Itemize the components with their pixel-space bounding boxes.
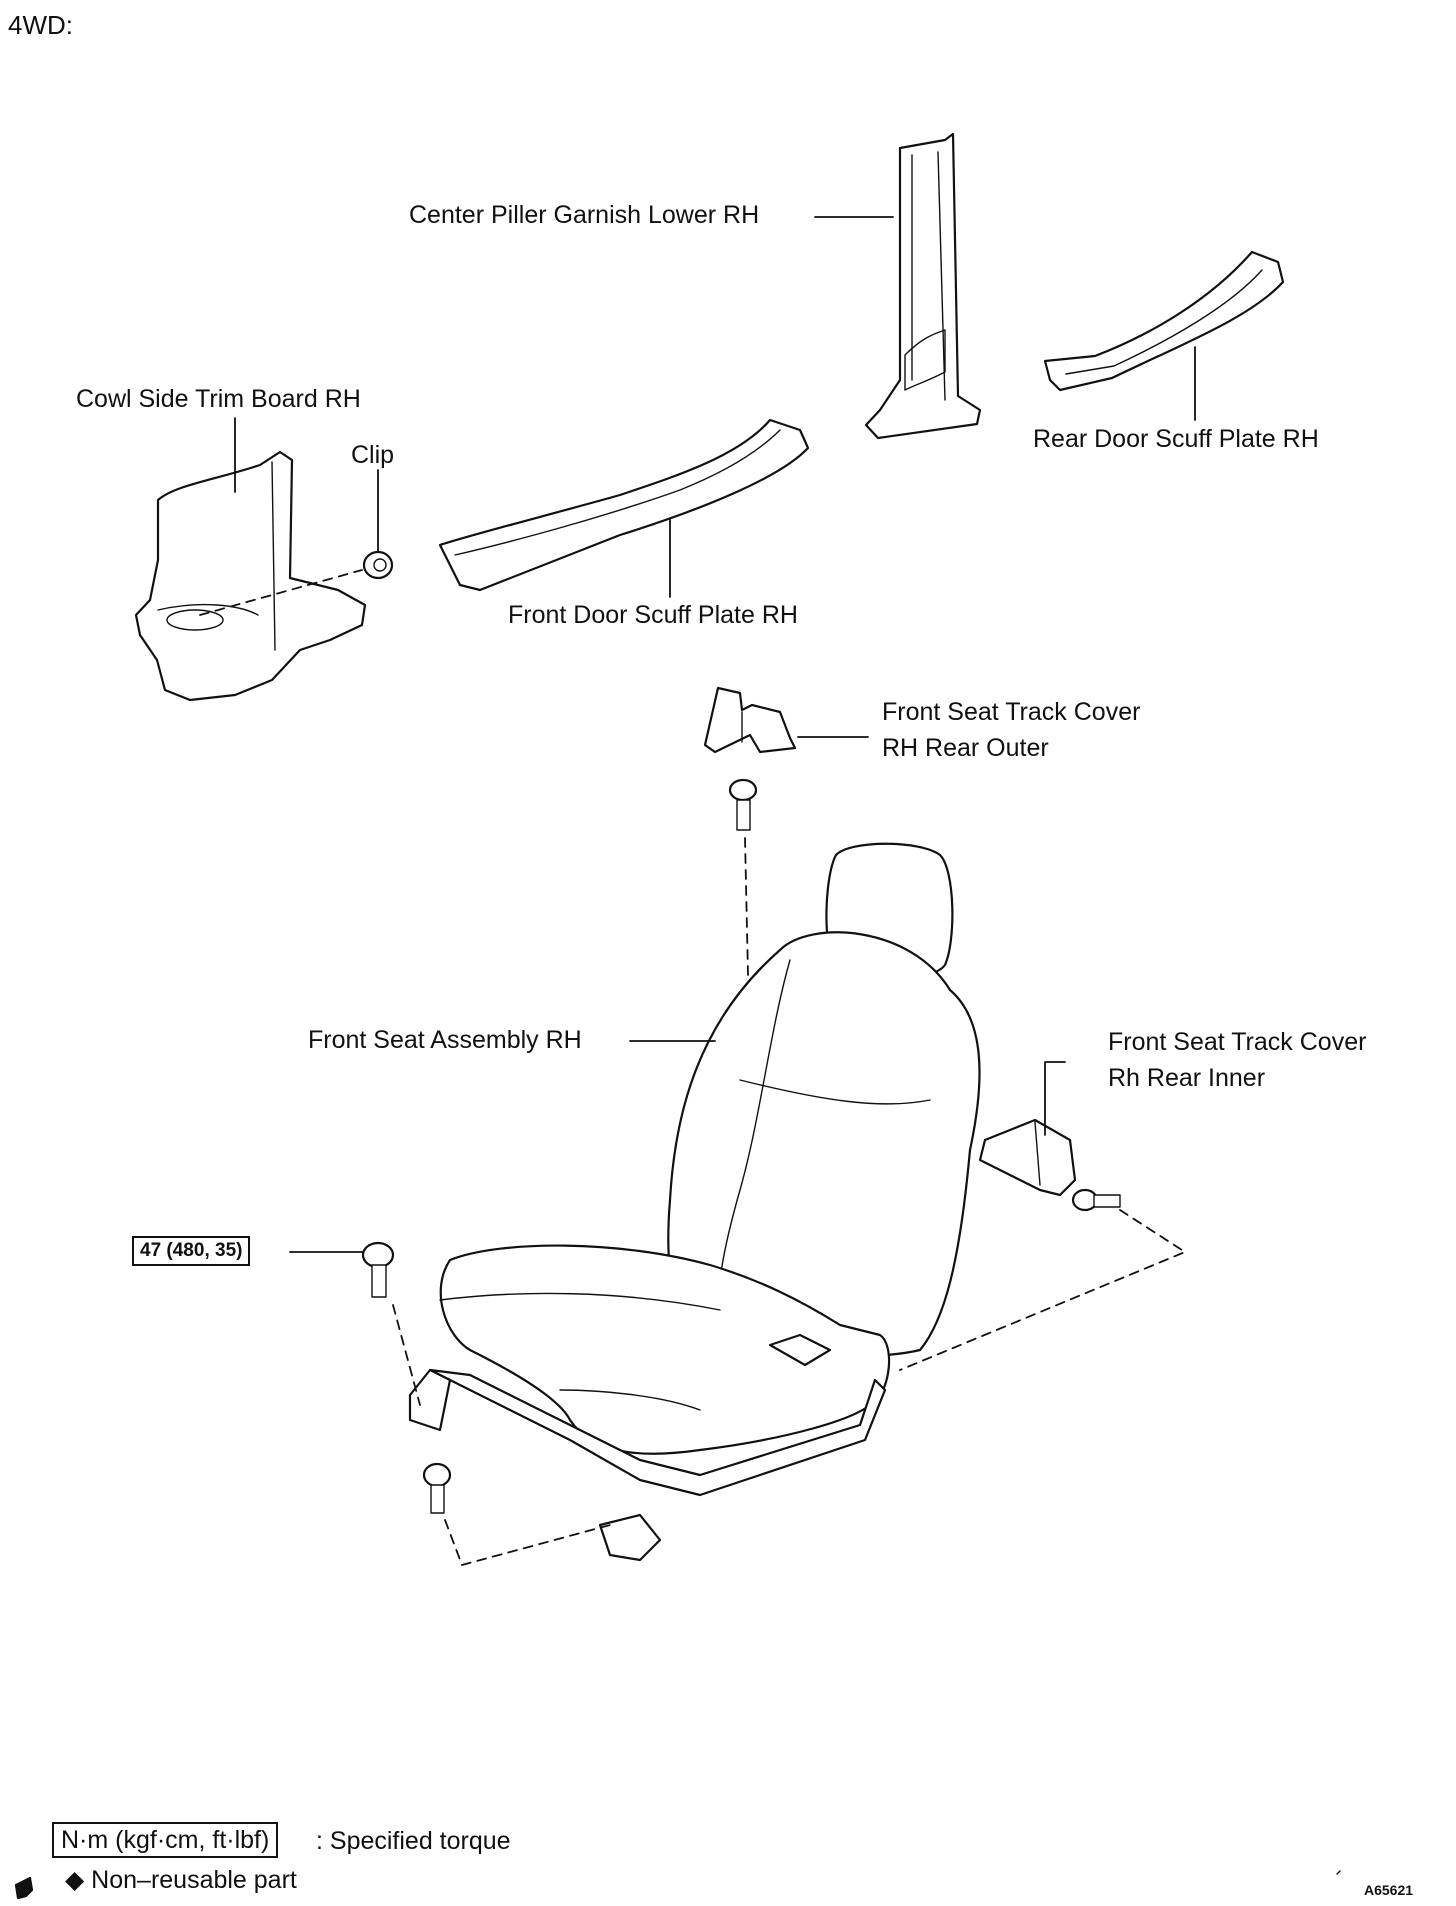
torque-spec-box: 47 (480, 35) — [132, 1236, 251, 1266]
track-cover-inner-part — [978, 1118, 1077, 1197]
bolt-lower — [422, 1462, 452, 1514]
legend-nonreusable: ◆ Non–reusable part — [65, 1866, 297, 1894]
variant-label: 4WD: — [8, 10, 73, 40]
bolt-inner-dash — [899, 1209, 1186, 1371]
label-front-scuff: Front Door Scuff Plate RH — [508, 601, 798, 629]
torque-bolt-dash — [392, 1304, 421, 1406]
track-cover-outer-part — [703, 686, 797, 754]
bolt-outer — [728, 778, 758, 831]
bolt-lower-dash — [444, 1519, 611, 1566]
torque-bolt — [361, 1241, 395, 1298]
clip-part — [362, 550, 394, 580]
clip-dash — [199, 569, 363, 616]
front-door-scuff-part — [438, 418, 810, 592]
rear-door-scuff-part — [1043, 250, 1285, 392]
label-cowl-side: Cowl Side Trim Board RH — [76, 385, 361, 413]
bolt-inner — [1071, 1188, 1121, 1212]
label-rear-scuff: Rear Door Scuff Plate RH — [1033, 425, 1319, 453]
legend-torque-units: N·m (kgf·cm, ft·lbf) — [52, 1822, 279, 1858]
label-track-inner-2: Rh Rear Inner — [1108, 1064, 1266, 1092]
cowl-side-trim-part — [134, 450, 367, 702]
label-clip: Clip — [351, 441, 395, 469]
bolt-outer-dash — [744, 837, 749, 976]
label-seat-assembly: Front Seat Assembly RH — [308, 1026, 582, 1054]
label-track-inner-1: Front Seat Track Cover — [1108, 1028, 1367, 1056]
label-track-outer-1: Front Seat Track Cover — [882, 698, 1141, 726]
center-pillar-garnish-part — [864, 132, 982, 440]
nonreusable-icon — [14, 1876, 34, 1900]
track-inner-leader — [1044, 1061, 1066, 1136]
figure-code: A65621 — [1364, 1882, 1414, 1898]
label-center-pillar: Center Piller Garnish Lower RH — [409, 201, 760, 229]
front-seat-assembly-part — [408, 842, 981, 1562]
legend-torque-desc: : Specified torque — [316, 1827, 511, 1855]
label-track-outer-2: RH Rear Outer — [882, 734, 1049, 762]
